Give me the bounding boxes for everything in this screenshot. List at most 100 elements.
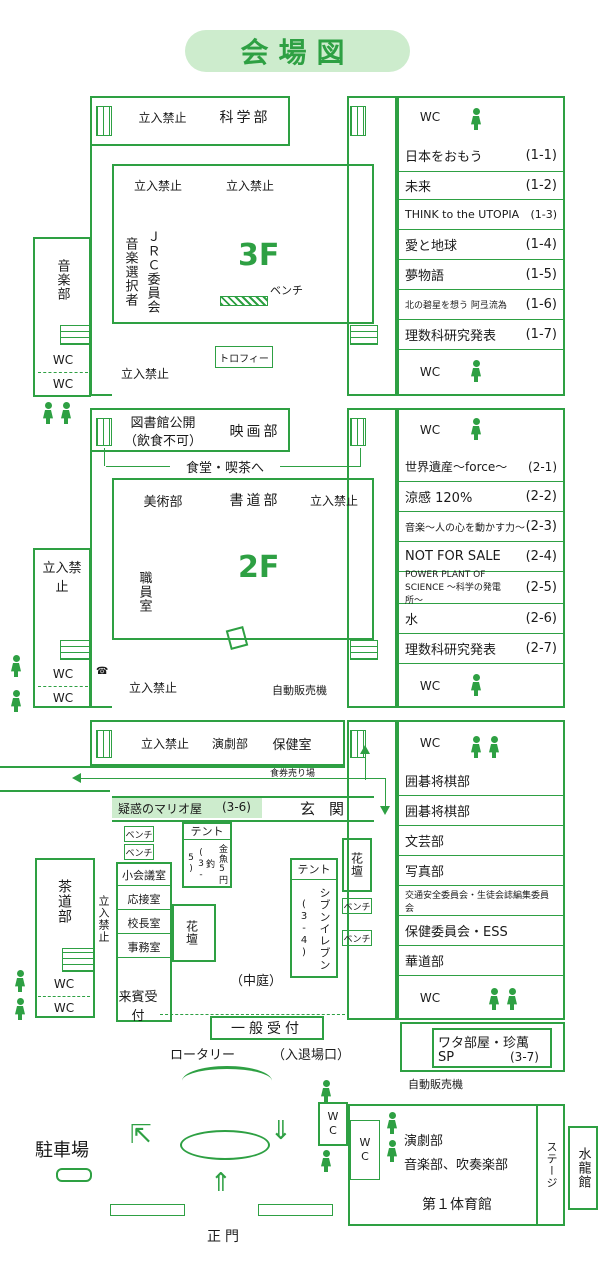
room-2-6[interactable]: 水(2-6) bbox=[397, 604, 565, 634]
f1-general-reception[interactable]: 一般受付 bbox=[231, 1021, 303, 1037]
bench-box bbox=[124, 826, 154, 842]
f2-wc-top: WC bbox=[419, 423, 441, 437]
room-kadou[interactable]: 華道部 bbox=[397, 946, 565, 976]
room-code: (1-5) bbox=[525, 267, 557, 282]
room-1-6[interactable]: 北の碧星を想う 阿弖流為(1-6) bbox=[397, 290, 565, 320]
up-arrow-icon: ⇑ bbox=[210, 1168, 232, 1198]
f3-bench-label: ベンチ bbox=[270, 284, 303, 297]
arrow-line bbox=[360, 448, 361, 466]
f3-restricted-bottom: 立入禁止 bbox=[120, 366, 169, 381]
f3-wc-right: WC bbox=[419, 365, 441, 379]
bench-box bbox=[124, 844, 154, 860]
room-2-4[interactable]: NOT FOR SALE(2-4) bbox=[397, 542, 565, 572]
room-1-1[interactable]: 日本をおもう(1-1) bbox=[397, 140, 565, 172]
f1-office-block bbox=[116, 862, 172, 1022]
arrow-line bbox=[104, 448, 105, 466]
divider bbox=[160, 1014, 345, 1015]
f1-nurse: 保健室 bbox=[272, 737, 312, 753]
stairs bbox=[62, 948, 94, 972]
f1-restricted-top: 立入禁止 bbox=[140, 736, 189, 751]
f2-wc-left-b: WC bbox=[52, 691, 74, 705]
f1-sadou-block bbox=[35, 858, 95, 1018]
suiryukan-label: 水龍館 bbox=[575, 1147, 591, 1189]
f1-seven[interactable]: シブンイレブン bbox=[318, 887, 331, 971]
arrow-up-icon bbox=[360, 745, 370, 754]
f1-reception-room: 応接室 bbox=[116, 888, 172, 910]
person-icon bbox=[10, 655, 22, 677]
f2-library: 図書館公開 bbox=[130, 415, 196, 431]
f2-vending: 自動販売機 bbox=[272, 684, 327, 697]
f3-science: 科学部 bbox=[219, 110, 271, 126]
room-2-7[interactable]: 理数科研究発表(2-7) bbox=[397, 634, 565, 664]
room-name: POWER PLANT OF SCIENCE 〜科学の発電所〜 bbox=[405, 569, 501, 606]
room-name: 理数科研究発表 bbox=[405, 643, 497, 658]
room-1-4[interactable]: 愛と地球(1-4) bbox=[397, 230, 565, 260]
gym-drama[interactable]: 演劇部 bbox=[404, 1134, 444, 1149]
room-code: (1-3) bbox=[530, 208, 557, 221]
room-photo[interactable]: 写真部 bbox=[397, 856, 565, 886]
room-2-3[interactable]: 音楽〜人の心を動かす力〜(2-3) bbox=[397, 512, 565, 542]
fountain-icon bbox=[180, 1130, 270, 1160]
room-igo-2[interactable]: 囲碁将棋部 bbox=[397, 796, 565, 826]
f1-flowerbed-left: 花壇 bbox=[184, 920, 199, 946]
parking-label: 駐車場 bbox=[35, 1140, 89, 1161]
room-igo-1[interactable]: 囲碁将棋部 bbox=[397, 766, 565, 796]
f1-goldfish-code: (3-5) bbox=[186, 847, 206, 881]
f1-guest-reception[interactable]: 来賓受付 bbox=[118, 990, 158, 1024]
person-icon bbox=[14, 998, 26, 1020]
room-health-ess[interactable]: 保健委員会・ESS bbox=[397, 916, 565, 946]
flowerbed-box bbox=[172, 904, 216, 962]
stairs bbox=[96, 418, 112, 446]
gym-wc-box bbox=[350, 1120, 380, 1180]
room-name: 愛と地球 bbox=[405, 239, 458, 254]
arrow-line bbox=[80, 778, 385, 779]
f1-mario[interactable]: 疑惑のマリオ屋 bbox=[118, 802, 203, 816]
f1-wc-left-a: WC bbox=[53, 977, 75, 991]
f2-left-block bbox=[33, 548, 91, 708]
gate-right-icon bbox=[258, 1204, 333, 1216]
f1-bench-3: ベンチ bbox=[343, 902, 371, 913]
gym-music[interactable]: 音楽部、吹奏楽部 bbox=[404, 1158, 509, 1173]
page-title: 会場図 bbox=[185, 30, 410, 72]
room-1-2[interactable]: 未来(1-2) bbox=[397, 172, 565, 200]
f1-ticket-booth: 食券売り場 bbox=[270, 769, 316, 779]
f2-restricted-bottom: 立入禁止 bbox=[128, 680, 177, 695]
room-2-1[interactable]: 世界遺産〜force〜(2-1) bbox=[397, 452, 565, 482]
person-icon bbox=[386, 1140, 398, 1162]
f1-seven-code: (3-4) bbox=[298, 899, 310, 959]
room-name: 囲碁将棋部 bbox=[405, 775, 471, 790]
f1-watabeya[interactable]: ワタ部屋・珍萬 bbox=[438, 1036, 530, 1051]
watabeya-outer bbox=[400, 1022, 565, 1072]
f3-floor-label: 3F bbox=[238, 238, 280, 273]
tent2-box bbox=[290, 858, 338, 978]
room-code: (2-1) bbox=[528, 459, 557, 474]
f1-wc-left-b: WC bbox=[53, 1001, 75, 1015]
arrow-line bbox=[385, 778, 386, 808]
stairs bbox=[96, 106, 112, 136]
arrow-left-icon bbox=[72, 773, 81, 783]
stairs bbox=[350, 106, 366, 136]
room-1-7[interactable]: 理数科研究発表(1-7) bbox=[397, 320, 565, 350]
room-bungei[interactable]: 文芸部 bbox=[397, 826, 565, 856]
f2-art: 美術部 bbox=[143, 494, 183, 510]
f3-ongaku-sentaku: 音楽選択者 bbox=[122, 237, 138, 307]
main-gate-label: 正門 bbox=[207, 1229, 243, 1245]
wall-line bbox=[0, 766, 345, 768]
stairs bbox=[350, 640, 378, 660]
f2-cafeteria-sign: 食堂・喫茶へ bbox=[170, 456, 280, 476]
room-traffic[interactable]: 交通安全委員会・生徒会誌編集委員会 bbox=[397, 886, 565, 916]
f1-vending: 自動販売機 bbox=[408, 1078, 463, 1091]
bench-icon bbox=[220, 296, 268, 306]
f2-calligraphy: 書道部 bbox=[229, 493, 281, 509]
person-icon bbox=[470, 108, 482, 130]
person-icon bbox=[320, 1150, 332, 1172]
room-2-5[interactable]: POWER PLANT OF SCIENCE 〜科学の発電所〜(2-5) bbox=[397, 569, 565, 606]
f3-left-wall bbox=[90, 96, 112, 396]
general-reception-box bbox=[210, 1016, 324, 1040]
room-1-5[interactable]: 夢物語(1-5) bbox=[397, 260, 565, 290]
room-name: 理数科研究発表 bbox=[405, 329, 497, 344]
room-1-3[interactable]: THINK to the UTOPIA(1-3) bbox=[397, 200, 565, 230]
room-code: (2-4) bbox=[525, 549, 557, 564]
f2-floor-label: 2F bbox=[238, 550, 280, 585]
room-2-2[interactable]: 涼感 120%(2-2) bbox=[397, 482, 565, 512]
